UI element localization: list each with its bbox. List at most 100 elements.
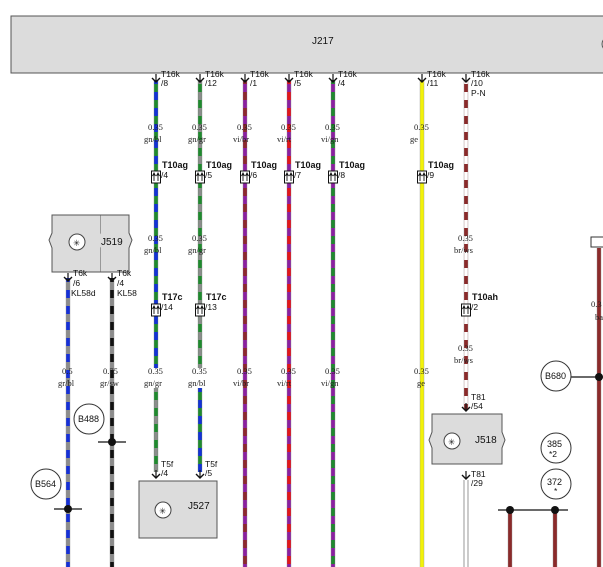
w6-gauge-b: 0.35	[414, 366, 429, 376]
w2-top-pin-num: /12	[205, 78, 217, 88]
w7-gauge-a: 0.35	[458, 233, 473, 243]
w3-conn-num: /6	[250, 170, 257, 180]
j518-sensor-icon	[443, 432, 461, 450]
w1-color-low: gn/gr	[144, 378, 162, 388]
w7-conn-num: /2	[471, 302, 478, 312]
junction-b680	[595, 373, 603, 381]
w2-conn-num: /5	[205, 170, 212, 180]
ref-385-label: 385	[547, 439, 562, 449]
w5-gauge-b: 0.35	[325, 366, 340, 376]
j519-label: J519	[101, 237, 123, 248]
w7-color-b: br/ws	[454, 355, 473, 365]
junction-right-b	[551, 506, 559, 514]
b564-label: B564	[35, 479, 56, 489]
w5-top-pin-num: /4	[338, 78, 345, 88]
w2-conn2-num: /13	[205, 302, 217, 312]
w1-conn-icon	[151, 170, 161, 184]
j519-block[interactable]: ✳ J519	[48, 214, 133, 273]
j518-label: J518	[475, 435, 497, 446]
w4-top-pin-num: /5	[294, 78, 301, 88]
right-edge-color: ba	[595, 312, 603, 322]
w3-conn-icon	[240, 170, 250, 184]
w6-top-pin: T16k	[427, 69, 447, 79]
w6-color-b: ge	[417, 378, 425, 388]
j519-sensor-glyph: ✳	[73, 238, 81, 248]
w4-gauge-b: 0.35	[281, 366, 296, 376]
w5-top-arrow-icon	[328, 74, 338, 83]
w1-conn: T10ag	[162, 160, 188, 170]
w5-conn-icon	[328, 170, 338, 184]
j527-label: J527	[188, 501, 210, 512]
j519-right-color: gr/sw	[100, 378, 120, 388]
w7-conn-icon	[461, 303, 471, 317]
w3-top-pin: T16k	[250, 69, 270, 79]
junction-b488	[108, 438, 116, 446]
w7-top-pin: T16k	[471, 69, 491, 79]
w4-gauge: 0.35	[281, 122, 296, 132]
w2-bottom-pin-num: /5	[205, 468, 212, 478]
w1-color: gn/bl	[144, 134, 162, 144]
b680-label: B680	[545, 371, 566, 381]
ref-372-circle[interactable]: 372 *	[540, 468, 572, 500]
w2-color-low: gn/bl	[188, 378, 206, 388]
j527-block[interactable]: ✳ J527	[138, 480, 218, 539]
ref-385-circle[interactable]: 385 *2	[540, 432, 572, 464]
b488-circle[interactable]: B488	[73, 403, 105, 435]
w5-color: vi/gn	[321, 134, 339, 144]
w6-conn-icon	[417, 170, 427, 184]
w6-conn-num: /9	[427, 170, 434, 180]
w1-top-pin: T16k	[161, 69, 181, 79]
ref-372-sub: *	[554, 486, 558, 496]
w7-j518-bottom-pin: T81	[471, 469, 486, 479]
w4-conn: T10ag	[295, 160, 321, 170]
w1-gauge: 0.35	[148, 122, 163, 132]
w1-bottom-pin-num: /4	[161, 468, 168, 478]
w2-gauge-mid: 0.35	[192, 233, 207, 243]
w5-top-pin: T16k	[338, 69, 358, 79]
j519-left-gauge: 0.5	[62, 366, 73, 376]
labels-layer: T16k/80.35gn/blT10ag/40.35gn/blT17c/140.…	[58, 69, 603, 514]
w2-gauge-low: 0.35	[192, 366, 207, 376]
w7-j518-top-pin: T81	[471, 392, 486, 402]
w2-bottom-arrow-icon	[195, 470, 205, 479]
b680-circle[interactable]: B680	[540, 360, 572, 392]
w1-color-mid: gn/bl	[144, 245, 162, 255]
w6-conn: T10ag	[428, 160, 454, 170]
w2-color: gn/gr	[188, 134, 206, 144]
w2-top-pin: T16k	[205, 69, 225, 79]
w7-j518-bottom-arrow-icon	[461, 471, 471, 480]
w4-color: vi/rt	[277, 134, 292, 144]
b564-circle[interactable]: B564	[30, 468, 62, 500]
j519-right-pin-sig: KL58	[117, 288, 137, 298]
w3-gauge-b: 0.35	[237, 366, 252, 376]
w1-conn2-icon	[151, 303, 161, 317]
j519-right-gauge: 0.75	[103, 366, 118, 376]
ref-385-sub: *2	[549, 449, 557, 459]
j518-block[interactable]: ✳ J518	[428, 413, 506, 465]
w5-color-b: vi/gn	[321, 378, 339, 388]
j519-right-pin-num: /4	[117, 278, 124, 288]
w5-conn: T10ag	[339, 160, 365, 170]
w1-bottom-pin: T5f	[161, 459, 174, 469]
w1-top-arrow-icon	[151, 74, 161, 83]
w3-color: vi/br	[233, 134, 249, 144]
j217-label: J217	[312, 36, 334, 47]
j519-right-pin: T6k	[117, 268, 132, 278]
j519-sensor-icon	[68, 233, 86, 251]
w2-gauge: 0.35	[192, 122, 207, 132]
w7-color-a: br/ws	[454, 245, 473, 255]
j527-sensor-icon	[154, 501, 172, 519]
w3-top-pin-num: /1	[250, 78, 257, 88]
w6-top-arrow-icon	[417, 74, 427, 83]
junction-b564	[64, 505, 72, 513]
j519-left-arrow-icon	[63, 273, 73, 282]
w1-gauge-low: 0.35	[148, 366, 163, 376]
right-edge-connector	[590, 236, 603, 248]
w7-conn: T10ah	[472, 292, 498, 302]
j518-sensor-glyph: ✳	[448, 437, 456, 447]
w1-top-pin-num: /8	[161, 78, 168, 88]
w3-conn: T10ag	[251, 160, 277, 170]
w1-conn2-num: /14	[161, 302, 173, 312]
w1-gauge-mid: 0.35	[148, 233, 163, 243]
